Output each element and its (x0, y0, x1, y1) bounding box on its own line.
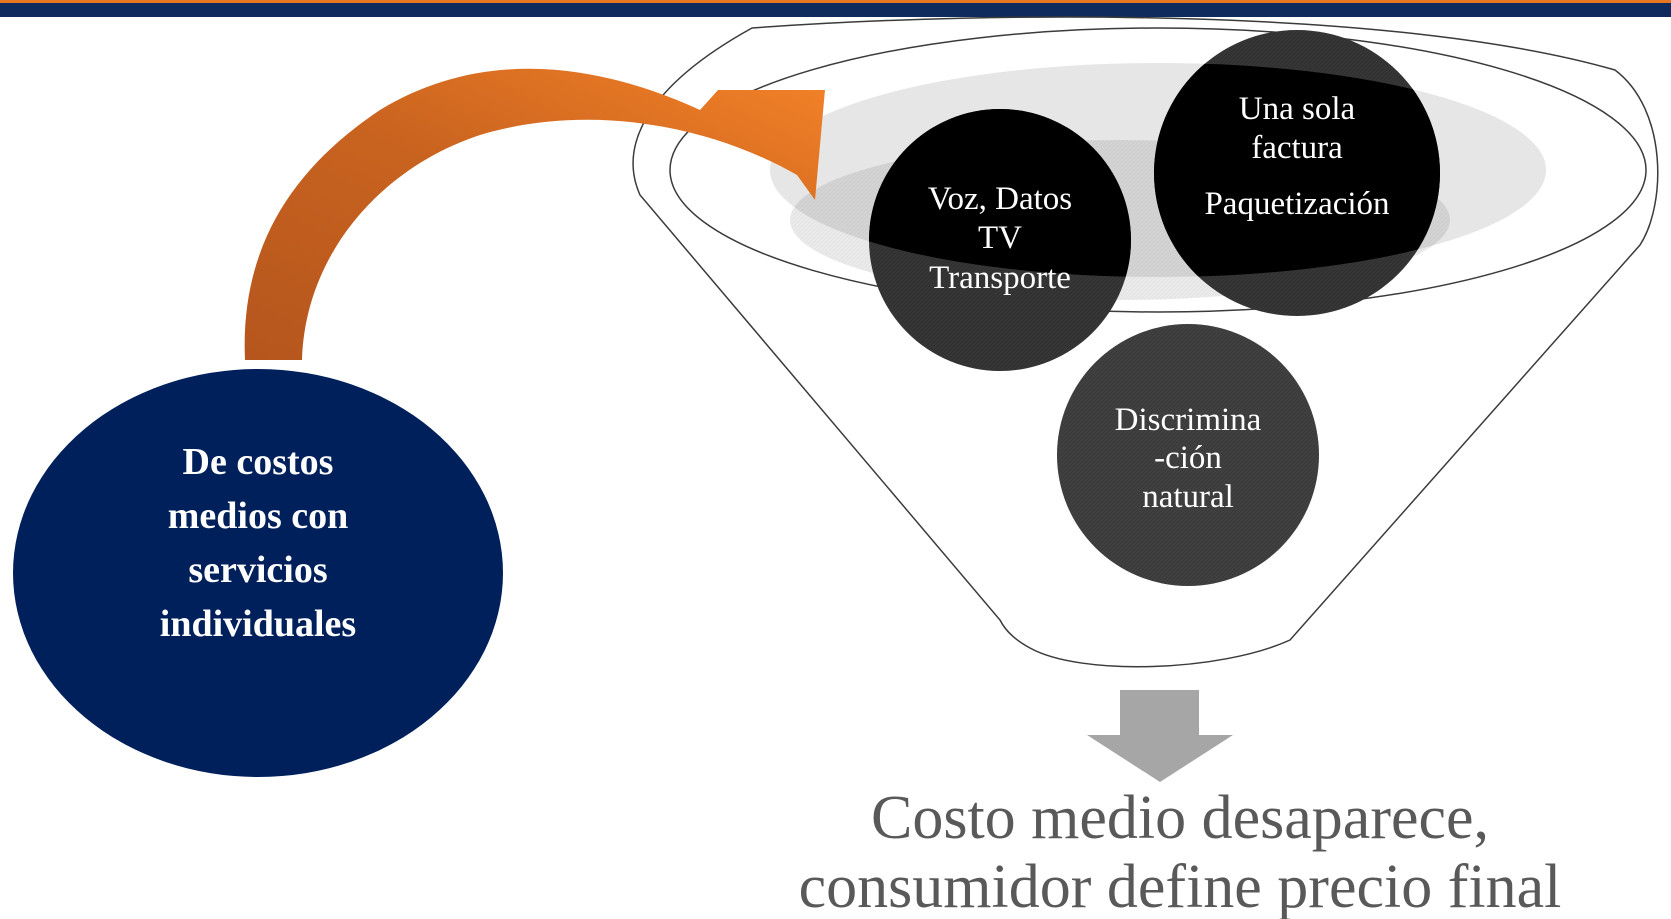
circle-voz (869, 109, 1131, 371)
discrimina-line: Discrimina (1115, 402, 1262, 438)
source-line: De costos (183, 441, 334, 483)
voz-line: TV (978, 220, 1022, 256)
source-line: servicios (188, 549, 327, 591)
conclusion-line: Costo medio desaparece, (871, 784, 1489, 852)
funnel-rim (669, 27, 1647, 313)
discrimina-label: Discrimina -ción natural (1115, 402, 1262, 515)
conclusion-line: consumidor define precio final (799, 853, 1562, 919)
source-line: individuales (160, 603, 356, 645)
voz-line: Transporte (929, 260, 1071, 296)
source-label: De costos medios con servicios individua… (160, 441, 356, 645)
discrimina-line: natural (1142, 479, 1234, 515)
source-circle (13, 369, 503, 777)
voz-line: Voz, Datos (928, 181, 1072, 217)
factura-line: factura (1251, 130, 1343, 166)
curved-arrow (244, 68, 826, 360)
factura-label: Una sola factura Paquetización (1204, 91, 1389, 222)
top-bar-accent (0, 0, 1671, 3)
voz-label: Voz, Datos TV Transporte (928, 181, 1072, 296)
circle-factura (1154, 30, 1440, 316)
discrimina-line: -ción (1154, 440, 1222, 476)
factura-line: Una sola (1239, 91, 1356, 127)
circle-discrimina (1057, 324, 1319, 586)
conclusion-label: Costo medio desaparece, consumidor defin… (799, 784, 1562, 919)
down-arrow (1087, 690, 1233, 782)
source-line: medios con (168, 495, 349, 537)
factura-extra: Paquetización (1204, 186, 1389, 222)
top-bar (0, 0, 1671, 17)
